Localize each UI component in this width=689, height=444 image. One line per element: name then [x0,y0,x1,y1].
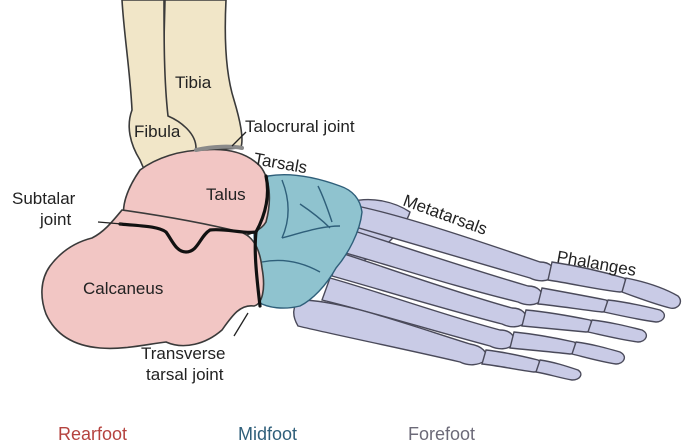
region-midfoot: Midfoot [238,424,297,444]
region-forefoot: Forefoot [408,424,475,444]
region-legend: Rearfoot Midfoot Forefoot [58,424,475,444]
label-talocrural-joint: Talocrural joint [245,117,355,136]
phalanx-5a [482,350,541,372]
label-tibia: Tibia [175,73,212,92]
label-talus: Talus [206,185,246,204]
label-transverse-tarsal-line1: Transverse [141,344,225,363]
label-subtalar-line2: joint [39,210,71,229]
phalanx-3a [522,310,593,332]
phalanx-4b [572,342,624,364]
transverse-tarsal-leader [234,313,248,336]
label-fibula: Fibula [134,122,181,141]
phalanx-4a [510,332,577,354]
label-calcaneus: Calcaneus [83,279,163,298]
region-rearfoot: Rearfoot [58,424,127,444]
label-transverse-tarsal-line2: tarsal joint [146,365,224,384]
phalanx-3b [588,320,646,342]
phalanx-2a [538,288,609,312]
label-subtalar-line1: Subtalar [12,189,76,208]
rearfoot-bones [42,150,269,349]
phalanx-5b [536,360,581,380]
